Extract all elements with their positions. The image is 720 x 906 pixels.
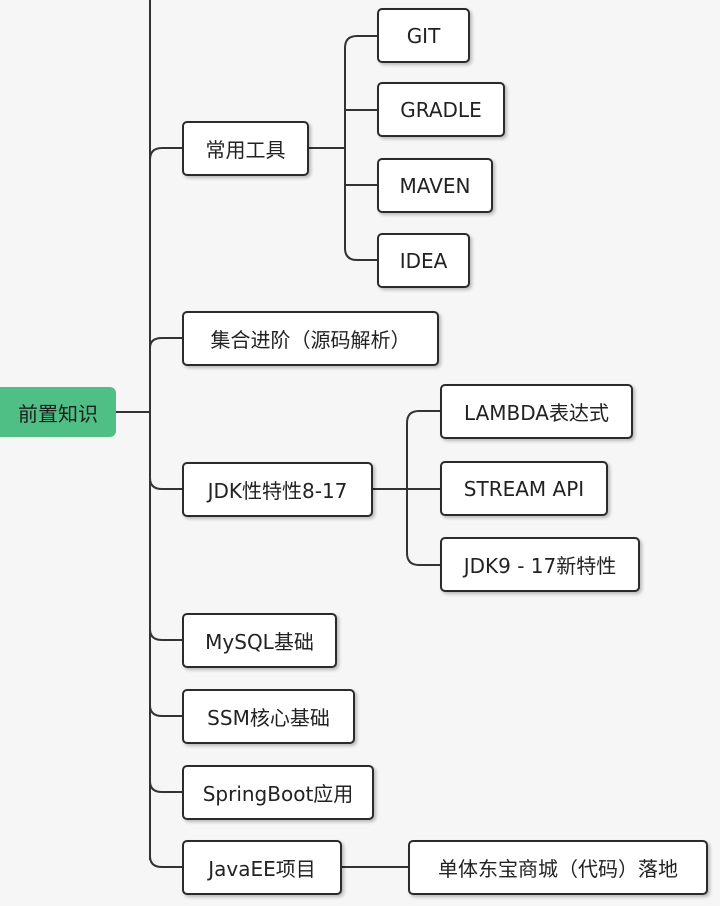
branch-node-jdk: JDK性特性8-17 bbox=[182, 462, 373, 517]
branch-node-tools: 常用工具 bbox=[182, 121, 309, 176]
child-node-gradle: GRADLE bbox=[377, 82, 505, 137]
child-node-lambda: LAMBDA表达式 bbox=[440, 384, 633, 439]
child-label: MAVEN bbox=[399, 173, 471, 198]
root-node: 前置知识 bbox=[0, 387, 116, 437]
child-node-mall: 单体东宝商城（代码）落地 bbox=[408, 840, 708, 895]
branch-label: 集合进阶（源码解析） bbox=[210, 328, 411, 352]
branch-node-collections: 集合进阶（源码解析） bbox=[182, 311, 439, 366]
branch-connector bbox=[149, 337, 182, 349]
branch-connector bbox=[149, 704, 182, 717]
child-label: STREAM API bbox=[463, 476, 585, 501]
child-connector bbox=[406, 410, 440, 424]
child-node-jdk9: JDK9 - 17新特性 bbox=[440, 537, 640, 592]
branch-node-ssm: SSM核心基础 bbox=[182, 689, 355, 744]
child-connector bbox=[344, 35, 377, 49]
branch-label: MySQL基础 bbox=[205, 630, 314, 654]
branch-label: JDK性特性8-17 bbox=[207, 479, 348, 503]
branch-label: JavaEE项目 bbox=[208, 857, 316, 881]
child-node-git: GIT bbox=[377, 8, 470, 63]
child-connector bbox=[344, 48, 377, 261]
child-label: GIT bbox=[406, 23, 441, 48]
child-label: JDK9 - 17新特性 bbox=[463, 554, 617, 578]
branch-node-springboot: SpringBoot应用 bbox=[182, 765, 374, 820]
branch-connector bbox=[149, 147, 182, 161]
child-node-stream: STREAM API bbox=[440, 461, 608, 516]
branch-label: 常用工具 bbox=[205, 138, 286, 162]
child-label: LAMBDA表达式 bbox=[464, 401, 609, 425]
branch-node-javaee: JavaEE项目 bbox=[182, 840, 342, 895]
child-node-idea: IDEA bbox=[377, 233, 470, 288]
branch-connector bbox=[149, 780, 182, 793]
root-label: 前置知识 bbox=[18, 401, 98, 426]
branch-connector bbox=[149, 628, 182, 641]
branch-label: SSM核心基础 bbox=[207, 706, 330, 730]
child-node-maven: MAVEN bbox=[377, 158, 493, 213]
branch-node-mysql: MySQL基础 bbox=[182, 613, 337, 668]
branch-connector bbox=[149, 477, 182, 490]
child-label: GRADLE bbox=[400, 97, 482, 122]
child-label: 单体东宝商城（代码）落地 bbox=[438, 857, 678, 881]
child-connector bbox=[406, 423, 440, 566]
branch-label: SpringBoot应用 bbox=[202, 782, 354, 806]
branch-connector bbox=[149, 855, 182, 868]
child-label: IDEA bbox=[399, 248, 448, 273]
